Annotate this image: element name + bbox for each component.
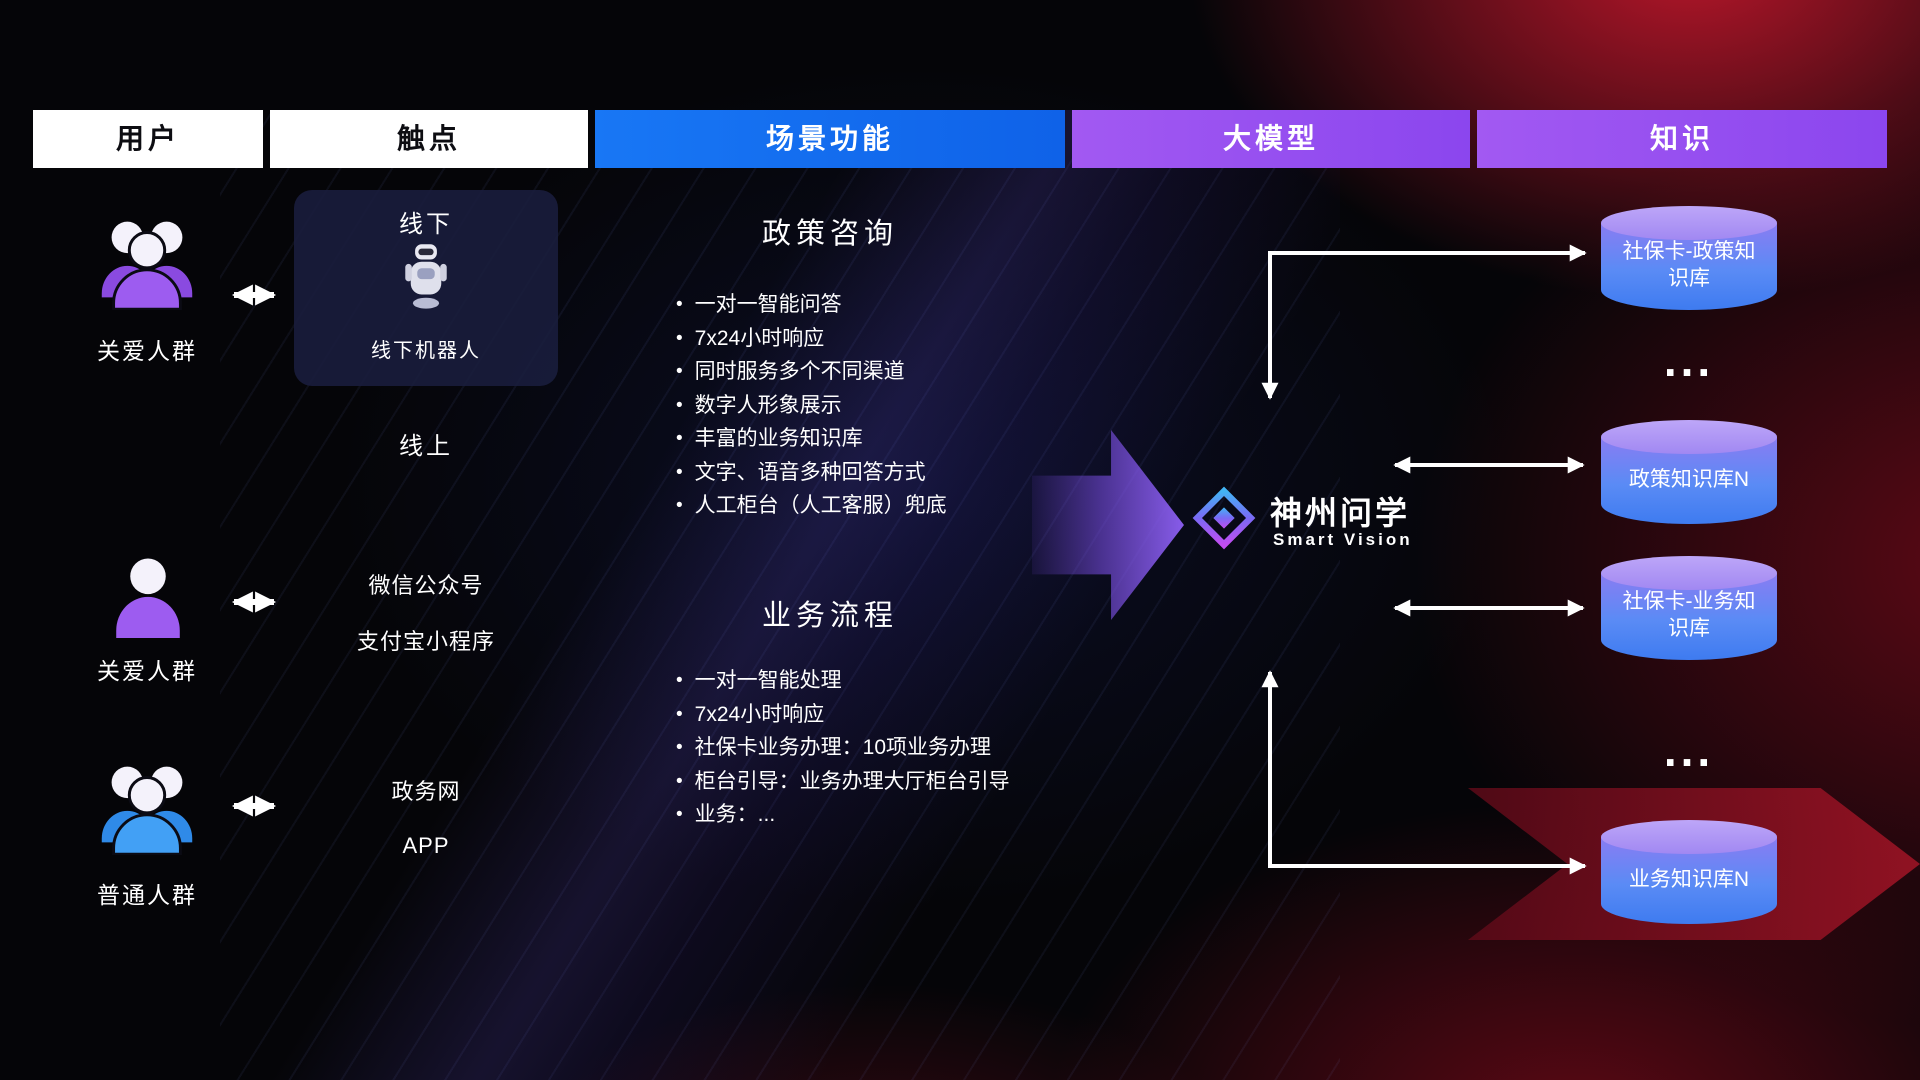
header-knowledge: 知识 [1477, 110, 1887, 168]
group-people-icon [88, 210, 206, 315]
model-brand-subtitle: Smart Vision [1273, 530, 1413, 549]
ellipsis-1: ... [1663, 334, 1715, 386]
business-item: 柜台引导：业务办理大厅柜台引导 [676, 766, 1010, 800]
business-item: 社保卡业务办理：10项业务办理 [676, 732, 1010, 766]
business-process-title: 业务流程 [761, 600, 898, 632]
policy-item: 7x24小时响应 [676, 323, 947, 357]
user-group-label-2: 关爱人群 [97, 658, 197, 684]
offline-title: 线下 [399, 211, 453, 238]
channel-app: APP [402, 833, 450, 858]
business-item: 业务：... [676, 799, 1010, 833]
database-cylinder-icon: 社保卡-业务知识库 [1601, 556, 1777, 660]
db-label-1: 社保卡-政策知识库 [1622, 240, 1756, 290]
header-touchpoints: 触点 [270, 110, 588, 168]
channel-gov-web: 政务网 [391, 779, 461, 804]
db-label-3: 社保卡-业务知识库 [1622, 590, 1756, 640]
policy-consult-title: 政策咨询 [761, 218, 898, 250]
online-title: 线上 [399, 433, 453, 460]
policy-item: 同时服务多个不同渠道 [676, 356, 947, 390]
offline-robot-label: 线下机器人 [371, 340, 481, 362]
database-cylinder-icon: 社保卡-政策知识库 [1601, 206, 1777, 310]
person-icon [110, 552, 186, 643]
business-item: 7x24小时响应 [676, 699, 1010, 733]
business-feature-list: 一对一智能处理 7x24小时响应 社保卡业务办理：10项业务办理 柜台引导：业务… [676, 665, 1010, 833]
policy-item: 数字人形象展示 [676, 390, 947, 424]
group-people-icon [88, 755, 206, 860]
db-label-2: 政策知识库N [1628, 467, 1750, 491]
db-top-ellipse [1601, 556, 1777, 590]
user-group-label-1: 关爱人群 [97, 338, 197, 364]
policy-item: 人工柜台（人工客服）兜底 [676, 490, 947, 524]
channel-wechat: 微信公众号 [368, 573, 484, 598]
business-item: 一对一智能处理 [676, 665, 1010, 699]
header-users: 用户 [33, 110, 263, 168]
db-top-ellipse [1601, 420, 1777, 454]
model-brand-name: 神州问学 [1270, 495, 1411, 531]
policy-item: 丰富的业务知识库 [676, 423, 947, 457]
database-cylinder-icon: 业务知识库N [1601, 820, 1777, 924]
policy-item: 一对一智能问答 [676, 289, 947, 323]
channel-alipay: 支付宝小程序 [356, 629, 495, 654]
database-cylinder-icon: 政策知识库N [1601, 420, 1777, 524]
user-group-label-3: 普通人群 [97, 882, 197, 908]
offline-touchpoint-card: 线下 线下机器人 [294, 190, 558, 386]
ellipsis-2: ... [1663, 724, 1715, 776]
db-label-4: 业务知识库N [1628, 867, 1750, 891]
diamond-logo-icon [1190, 484, 1258, 557]
db-top-ellipse [1601, 206, 1777, 240]
db-top-ellipse [1601, 820, 1777, 854]
policy-item: 文字、语音多种回答方式 [676, 457, 947, 491]
header-scenes: 场景功能 [595, 110, 1065, 168]
robot-icon [402, 242, 450, 317]
policy-feature-list: 一对一智能问答 7x24小时响应 同时服务多个不同渠道 数字人形象展示 丰富的业… [676, 289, 947, 524]
header-model: 大模型 [1072, 110, 1470, 168]
